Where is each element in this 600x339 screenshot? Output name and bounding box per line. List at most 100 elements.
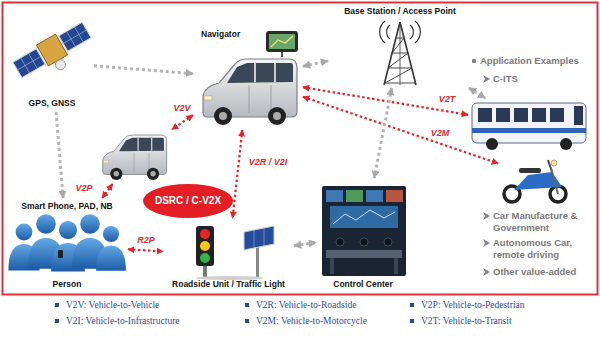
control-room-picture: [366, 190, 383, 202]
legend-entry: V2P: Vehicle-to-Pedestrian: [410, 299, 525, 311]
people-picture: [8, 214, 126, 271]
control-room-picture: [322, 186, 406, 276]
motorcycle-picture: [519, 168, 541, 173]
link-label: V2P: [74, 183, 93, 194]
legend-bullet: [410, 319, 414, 323]
wireless-link: [172, 115, 193, 129]
satellite-picture: [13, 49, 45, 78]
link-label: V2M: [430, 128, 451, 139]
satellite-picture: [63, 30, 86, 44]
wireless-link: [303, 97, 498, 164]
control-room-picture: [330, 206, 398, 228]
legend-entry: V2M: Vehicle-to-Motorcycle: [245, 315, 367, 327]
control-room-picture: [326, 250, 402, 258]
traffic-light-picture: [196, 226, 274, 280]
link-label: V2T: [438, 94, 457, 105]
list-bullets: [472, 59, 476, 63]
control-room-picture: [336, 238, 344, 246]
tower-picture: [380, 21, 421, 85]
control-room-picture: [384, 238, 392, 246]
application-note: Application Examples: [480, 55, 592, 67]
legend-bullet: [245, 303, 249, 307]
ellipse-fill: [143, 184, 233, 218]
roadside-node: Roadside Unit / Traffic Light: [165, 220, 292, 291]
satellite-picture: [11, 20, 97, 89]
bus-picture: [532, 108, 546, 122]
list-bullets: [483, 268, 490, 276]
navigator-device: [269, 34, 295, 49]
node-label: Roadside Unit / Traffic Light: [172, 279, 285, 290]
traffic-light-picture: [264, 228, 265, 246]
legend-bullet: [410, 303, 414, 307]
data-link: [303, 61, 328, 66]
legend-text: V2M: Vehicle-to-Motorcycle: [256, 315, 367, 327]
application-note: C-ITS: [493, 73, 593, 85]
bus-picture: [560, 138, 572, 150]
tower-picture: [400, 22, 401, 85]
people-picture: [58, 250, 63, 258]
link-label: V2R / V2I: [248, 157, 289, 168]
tower-picture: [380, 21, 385, 43]
control-center-node: Control Center: [318, 180, 408, 291]
list-bullets: [483, 75, 490, 83]
application-note: Autonomous Car, remote driving: [493, 237, 593, 261]
data-link: [294, 242, 316, 245]
base-station-node: Base Station / Access Point: [330, 5, 470, 86]
tower-picture: [410, 25, 413, 39]
legend-text: V2R: Vehicle-to-Roadside: [256, 299, 356, 311]
legend-text: V2P: Vehicle-to-Pedestrian: [421, 299, 525, 311]
legend-bullet: [245, 319, 249, 323]
link-label: R2P: [136, 235, 156, 246]
data-link: [374, 88, 392, 178]
car-picture: [103, 135, 167, 180]
traffic-light-picture: [196, 226, 214, 266]
bus-picture: [514, 108, 528, 122]
bus-picture: [550, 108, 564, 122]
bus-picture: [496, 108, 510, 122]
navigator-device: [266, 31, 298, 52]
motorcycle-node: [500, 148, 570, 204]
legend-bullet: [55, 319, 59, 323]
bus-node: [470, 100, 588, 150]
wireless-link: [303, 87, 468, 115]
node-label: Person: [53, 279, 82, 290]
wireless-link: [102, 184, 112, 198]
legend-entry: V2R: Vehicle-to-Roadside: [245, 299, 356, 311]
node-label: Control Center: [333, 279, 393, 290]
control-room-picture: [333, 210, 395, 224]
control-room-picture: [322, 186, 406, 276]
link-label: V2V: [172, 103, 191, 114]
legend-text: V2V: Vehicle-to-Vehicle: [66, 299, 159, 311]
list-bullets: [483, 212, 490, 220]
vehicle-node: Navigator: [195, 28, 301, 128]
motorcycle-picture: [551, 160, 557, 166]
people-picture: [96, 226, 126, 271]
data-link: [94, 66, 193, 74]
application-note: Other value-added: [493, 266, 593, 278]
legend-entry: V2I: Vehicle-to-Infrastructure: [55, 315, 180, 327]
vehicle-node: [98, 128, 170, 182]
control-room-picture: [394, 258, 398, 274]
satellite-node: GPS, GNSS: [12, 15, 92, 110]
control-room-picture: [346, 190, 363, 202]
node-label: Smart Phone, PAD, NB: [21, 201, 112, 212]
control-room-picture: [330, 258, 334, 274]
motorcycle-picture: [504, 160, 566, 202]
navigator-device: [281, 52, 283, 57]
bus-picture: [472, 103, 586, 150]
navigator-device: [266, 31, 298, 57]
control-room-picture: [386, 190, 403, 202]
bus-picture: [574, 106, 583, 125]
satellite-picture: [54, 58, 68, 72]
bus-picture: [478, 108, 492, 122]
protocol-ellipse: DSRC / C-V2X: [143, 184, 233, 218]
frame-border: [3, 3, 598, 295]
application-note: Car Manufacture & Government: [493, 210, 593, 234]
bus-picture: [472, 103, 586, 143]
wireless-link: [233, 130, 243, 218]
traffic-light-picture: [254, 230, 255, 248]
traffic-light-picture: [244, 226, 274, 250]
